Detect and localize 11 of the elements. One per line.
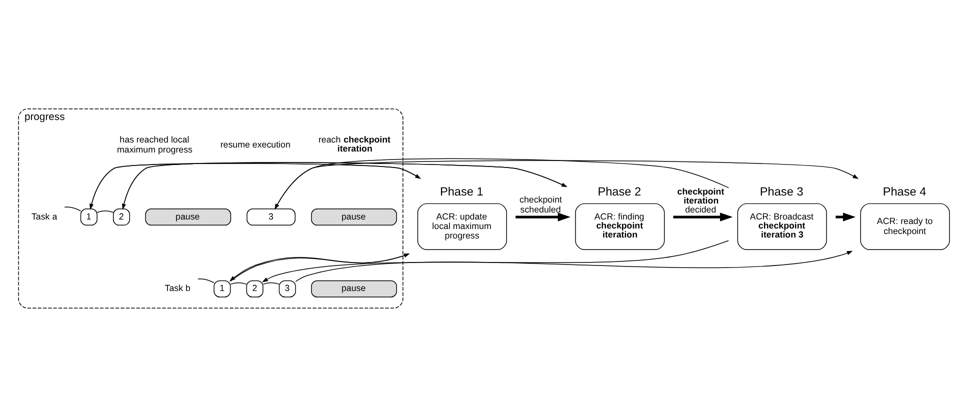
edge-label: checkpoint scheduled — [520, 194, 562, 214]
label: resume execution — [220, 139, 290, 150]
node-label: Phase 2 — [598, 184, 642, 198]
edge-label: checkpoint iteration decided — [677, 186, 724, 214]
node-label: Phase 4 — [882, 184, 926, 198]
label: reach checkpoint iteration — [318, 134, 391, 154]
node-text: Task a — [32, 211, 58, 222]
node-label: Phase 1 — [440, 184, 484, 198]
label: has reached local maximum progress — [117, 134, 193, 154]
node-text: Task b — [164, 283, 190, 294]
node-label: Phase 3 — [760, 184, 804, 198]
